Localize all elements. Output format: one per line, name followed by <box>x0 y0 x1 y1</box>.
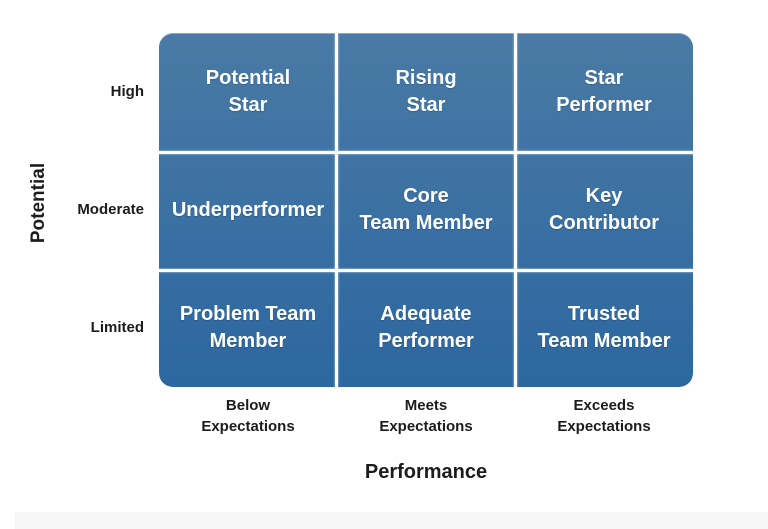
grid-divider-horizontal-2 <box>159 269 693 272</box>
y-axis-label-moderate: Moderate <box>77 201 144 218</box>
x-axis-title: Performance <box>364 461 488 483</box>
cell-underperformer: Underperformer <box>171 198 325 221</box>
grid-divider-vertical-1 <box>335 33 338 387</box>
grid-divider-vertical-2 <box>514 33 517 387</box>
cell-core-team-member: Core Team Member <box>359 185 493 234</box>
cell-trusted-team-member: Trusted Team Member <box>537 303 671 352</box>
grid-divider-horizontal-1 <box>159 151 693 154</box>
matrix-grid: Potential Star Rising Star Star Performe… <box>159 33 693 387</box>
cell-rising-star: Rising Star <box>395 67 457 116</box>
cell-star-performer: Star Performer <box>556 67 652 116</box>
y-axis-label-limited: Limited <box>90 319 144 336</box>
cell-potential-star: Potential Star <box>205 67 291 116</box>
footer-bar <box>15 512 768 529</box>
x-axis-label-meets-expectations: Meets Expectations <box>379 397 473 435</box>
x-axis-label-below-expectations: Below Expectations <box>201 397 295 435</box>
x-axis-label-exceeds-expectations: Exceeds Expectations <box>557 397 651 435</box>
cell-problem-team-member: Problem Team Member <box>179 303 317 352</box>
cell-key-contributor: Key Contributor <box>549 185 659 234</box>
cell-adequate-performer: Adequate Performer <box>378 303 474 352</box>
y-axis-label-high: High <box>110 83 144 100</box>
